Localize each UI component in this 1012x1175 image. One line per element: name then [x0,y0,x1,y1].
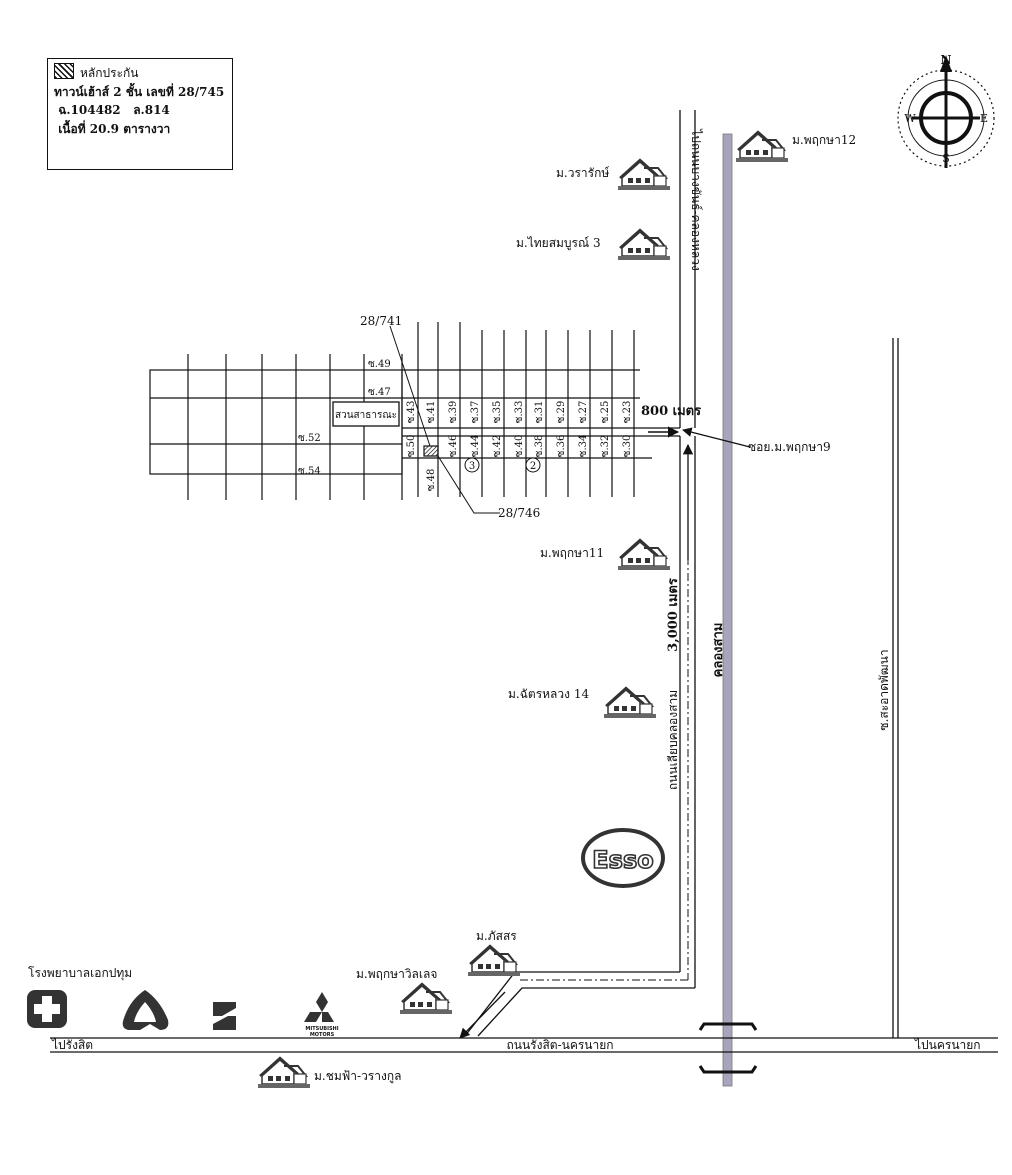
compass-n: N [941,53,952,67]
soi-37: ซ.37 [470,401,481,424]
klong-sam-canal [722,133,733,1087]
village-pruksa11: ม.พฤกษา11 [540,546,604,560]
lower-soi-labels: ซ.50 ซ.46 ซ.44 ซ.42 ซ.40 ซ.38 ซ.36 ซ.34 ซ.32 ซ.30… [406,435,633,492]
compass-e: E [980,112,988,125]
hospital-label: โรงพยาบาลเอกปทุม [28,966,132,981]
soi-42: ซ.42 [492,435,503,458]
soi-33: ซ.33 [514,401,525,424]
soi-48: ซ.48 [426,469,437,492]
compass-w: W [904,112,916,125]
marker-2: 2 [530,461,536,472]
soi-46: ซ.46 [448,435,459,458]
soi-31: ซ.31 [534,401,545,424]
collateral-plot [423,445,439,457]
mitsubishi-text-2: MOTORS [310,1032,335,1038]
bridge-north [698,1022,758,1031]
legend-land: ล.814 [133,103,170,118]
distance-3000: 3,000 เมตร [666,578,681,652]
house-icon [398,982,454,1016]
public-park [332,401,400,427]
soi-43: ซ.43 [406,401,417,424]
klong-sam-road-label: ถนนเลียบคลองสาม [666,690,680,790]
to-rangsit-label: ไปรังสิต [51,1038,93,1052]
marker-3: 3 [469,461,475,472]
legend-deed: ฉ.104482 [58,103,121,118]
village-thaisomboon3: ม.ไทยสมบูรณ์ 3 [516,236,601,251]
soi-49: ซ.49 [368,359,391,370]
left-grid-block [149,354,403,500]
legend-area: เนื้อที่ 20.9 ตารางวา [58,121,171,136]
compass-s: S [942,152,950,165]
lot-28-741: 28/741 [360,314,402,328]
upper-soi-labels: ซ.43 ซ.41 ซ.39 ซ.37 ซ.35 ซ.33 ซ.31 ซ.29 ซ.27 ซ.25… [406,401,633,424]
right-grid-block [402,322,680,497]
esso-logo-text: Esso [592,846,653,874]
hatch-swatch-icon [54,63,74,79]
soi-40: ซ.40 [514,435,525,458]
soi-34: ซ.34 [578,435,589,458]
house-icon [734,130,790,164]
public-park-label: สวนสาธารณะ [335,410,397,421]
road-to-bangkhan: ไปถนนบางขันธ์-คลองหลวง [689,128,703,271]
bank-logo-icon [122,990,169,1030]
house-icon [256,1056,312,1090]
soi-38: ซ.38 [534,435,545,458]
soi-27: ซ.27 [578,401,589,424]
soi-29: ซ.29 [556,401,567,424]
legend-box: หลักประกัน ทาวน์เฮ้าส์ 2 ชั้น เลขที่ 28/… [47,58,233,170]
soi-25: ซ.25 [600,401,611,424]
soi-30: ซ.30 [622,435,633,458]
compass-rose-icon: N S E W [897,53,995,168]
esso-logo-icon [581,828,665,888]
soi-44: ซ.44 [470,435,481,458]
rangsit-nakhonnayok-road: ถนนรังสิต-นครนายก [506,1038,613,1052]
house-icon [616,538,672,572]
arrow-soi-pruksa9 [682,427,751,448]
village-chattharaluang14: ม.ฉัตรหลวง 14 [508,687,589,701]
soi-39: ซ.39 [448,401,459,424]
village-pruksavillage: ม.พฤกษาวิลเลจ [356,967,437,981]
mitsubishi-logo-icon: MITSUBISHI MOTORS [304,992,339,1038]
soi-35: ซ.35 [492,401,503,424]
distance-800: 800 เมตร [641,404,701,419]
house-icon [616,158,672,192]
route-arrow-main-road [459,991,506,1039]
soi-23: ซ.23 [622,401,633,424]
soi-50: ซ.50 [406,435,417,458]
klong-sam-label: คลองสาม [711,623,726,678]
village-pruksa12: ม.พฤกษา12 [792,133,856,147]
legend-collateral: หลักประกัน [80,66,139,80]
soi-32: ซ.32 [600,435,611,458]
soi-sa-at-phatthana: ซ.สะอาดพัฒนา [877,649,891,730]
village-chomfa: ม.ชมฟ้า-วรางกูล [314,1069,401,1084]
house-icon [602,686,658,720]
soi-41: ซ.41 [426,401,437,424]
mitsubishi-text-1: MITSUBISHI [305,1026,338,1032]
soi-47: ซ.47 [368,387,391,398]
soi-52: ซ.52 [298,433,321,444]
hospital-cross-icon [27,990,67,1028]
village-phatsorn: ม.ภัสสร [476,929,517,943]
legend-townhouse: ทาวน์เฮ้าส์ 2 ชั้น เลขที่ 28/745 [54,84,225,99]
house-icon [466,944,522,978]
house-icon [616,228,672,262]
lot-28-746: 28/746 [498,506,540,520]
soi-54: ซ.54 [298,466,321,477]
soi-36: ซ.36 [556,435,567,458]
village-wararak: ม.วรารักษ์ [556,166,610,180]
brand-logo-icon [213,1002,236,1030]
bridge-south [698,1065,758,1074]
to-nakhonnayok-label: ไปนครนายก [914,1038,981,1052]
soi-pruksa9-label: ซอย.ม.พฤกษา9 [748,440,831,454]
